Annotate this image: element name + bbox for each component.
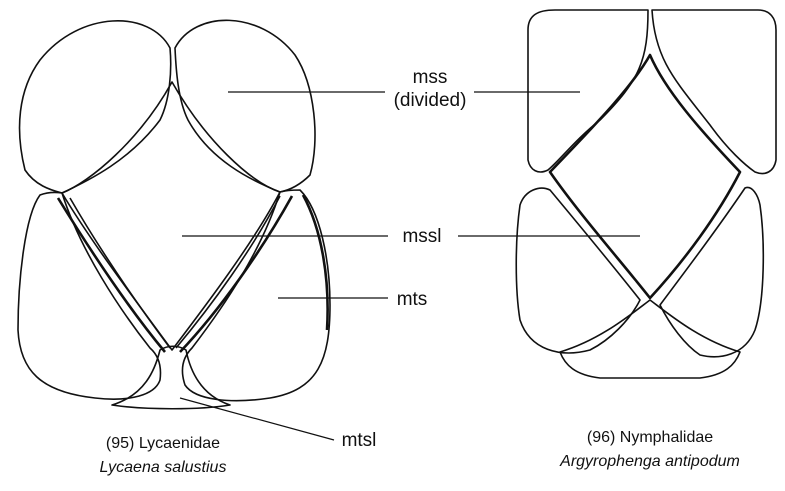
left-metascutum-right-lobe xyxy=(182,190,330,401)
right-metascutellum xyxy=(560,300,740,378)
label-mssl: mssl xyxy=(402,226,441,247)
caption-right-species: Argyrophenga antipodum xyxy=(559,453,740,470)
right-mesoscutum-left-half xyxy=(528,10,648,172)
left-mesoscutum-left-half xyxy=(20,21,171,193)
left-metascutum-left-lobe xyxy=(18,192,161,399)
label-mtsl: mtsl xyxy=(342,430,377,451)
label-mts: mts xyxy=(397,289,428,310)
label-mss: mss xyxy=(413,67,448,88)
caption-left-family: (95) Lycaenidae xyxy=(106,435,220,452)
caption-right-family: (96) Nymphalidae xyxy=(587,429,713,446)
nymphalidae-thorax xyxy=(516,10,776,378)
lycaenidae-thorax xyxy=(18,20,330,408)
label-mss-divided: (divided) xyxy=(394,90,467,111)
left-scutellum-ridge-left xyxy=(58,198,165,352)
left-mesoscutum-right-half xyxy=(175,20,315,192)
right-metascutum-left-lobe xyxy=(516,188,640,353)
caption-left-species: Lycaena salustius xyxy=(100,459,227,476)
left-scutellum-ridge-right xyxy=(180,196,292,352)
mtsl-leader xyxy=(180,398,334,440)
left-mesoscutellum xyxy=(62,82,280,350)
left-scutellum-ridge-left-inner xyxy=(70,198,170,348)
right-metascutum-right-lobe xyxy=(660,187,763,356)
